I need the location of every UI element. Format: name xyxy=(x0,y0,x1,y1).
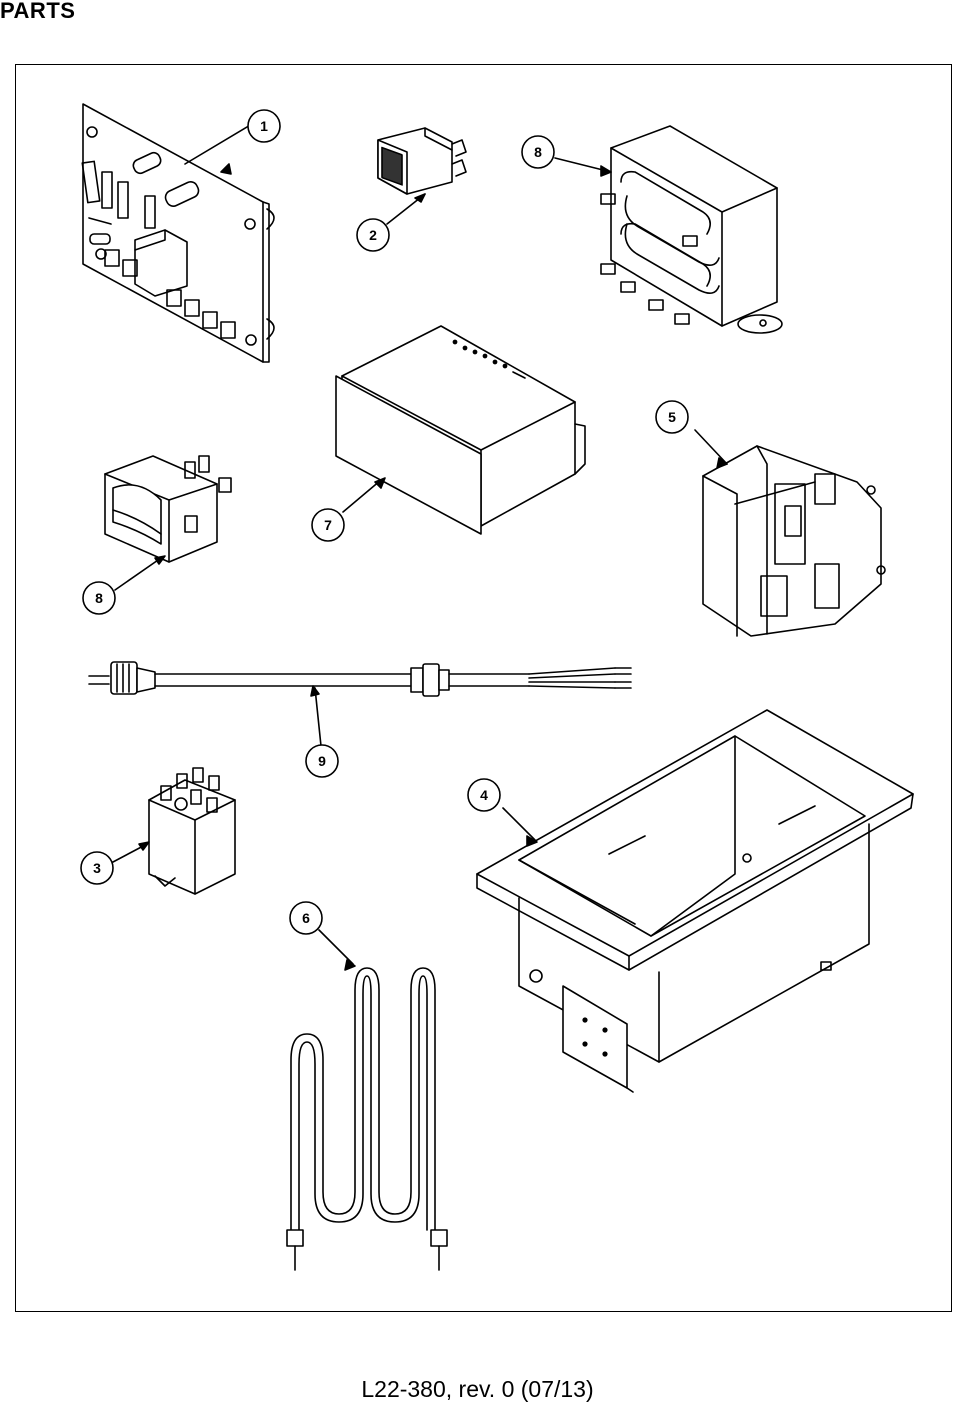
heating-element-illustration xyxy=(287,902,447,1270)
callout-4-label: 4 xyxy=(480,787,488,803)
contactor-illustration xyxy=(656,401,885,636)
callout-6-label: 6 xyxy=(302,910,310,926)
callout-9-label: 9 xyxy=(318,753,326,769)
document-reference: L22-380, rev. 0 (07/13) xyxy=(0,1376,955,1403)
rocker-switch-illustration xyxy=(83,456,231,614)
digital-controller-illustration xyxy=(312,326,585,541)
callout-5-label: 5 xyxy=(668,409,676,425)
transformer-illustration xyxy=(522,126,782,333)
callout-3-label: 3 xyxy=(93,860,101,876)
callout-2-label: 2 xyxy=(369,227,377,243)
callout-8-label: 8 xyxy=(534,144,542,160)
power-cord-illustration xyxy=(89,662,631,777)
relay-illustration xyxy=(81,768,235,894)
callout-1 xyxy=(221,110,280,174)
parts-exploded-drawing: 1 2 8 7 5 8 9 3 4 6 xyxy=(15,64,952,1312)
control-board-illustration xyxy=(82,104,274,362)
well-pan-illustration xyxy=(468,710,913,1092)
callout-1-label: 1 xyxy=(260,118,268,134)
callout-8b-label: 8 xyxy=(95,590,103,606)
callout-7-label: 7 xyxy=(324,517,332,533)
page-title: PARTS xyxy=(0,0,75,24)
